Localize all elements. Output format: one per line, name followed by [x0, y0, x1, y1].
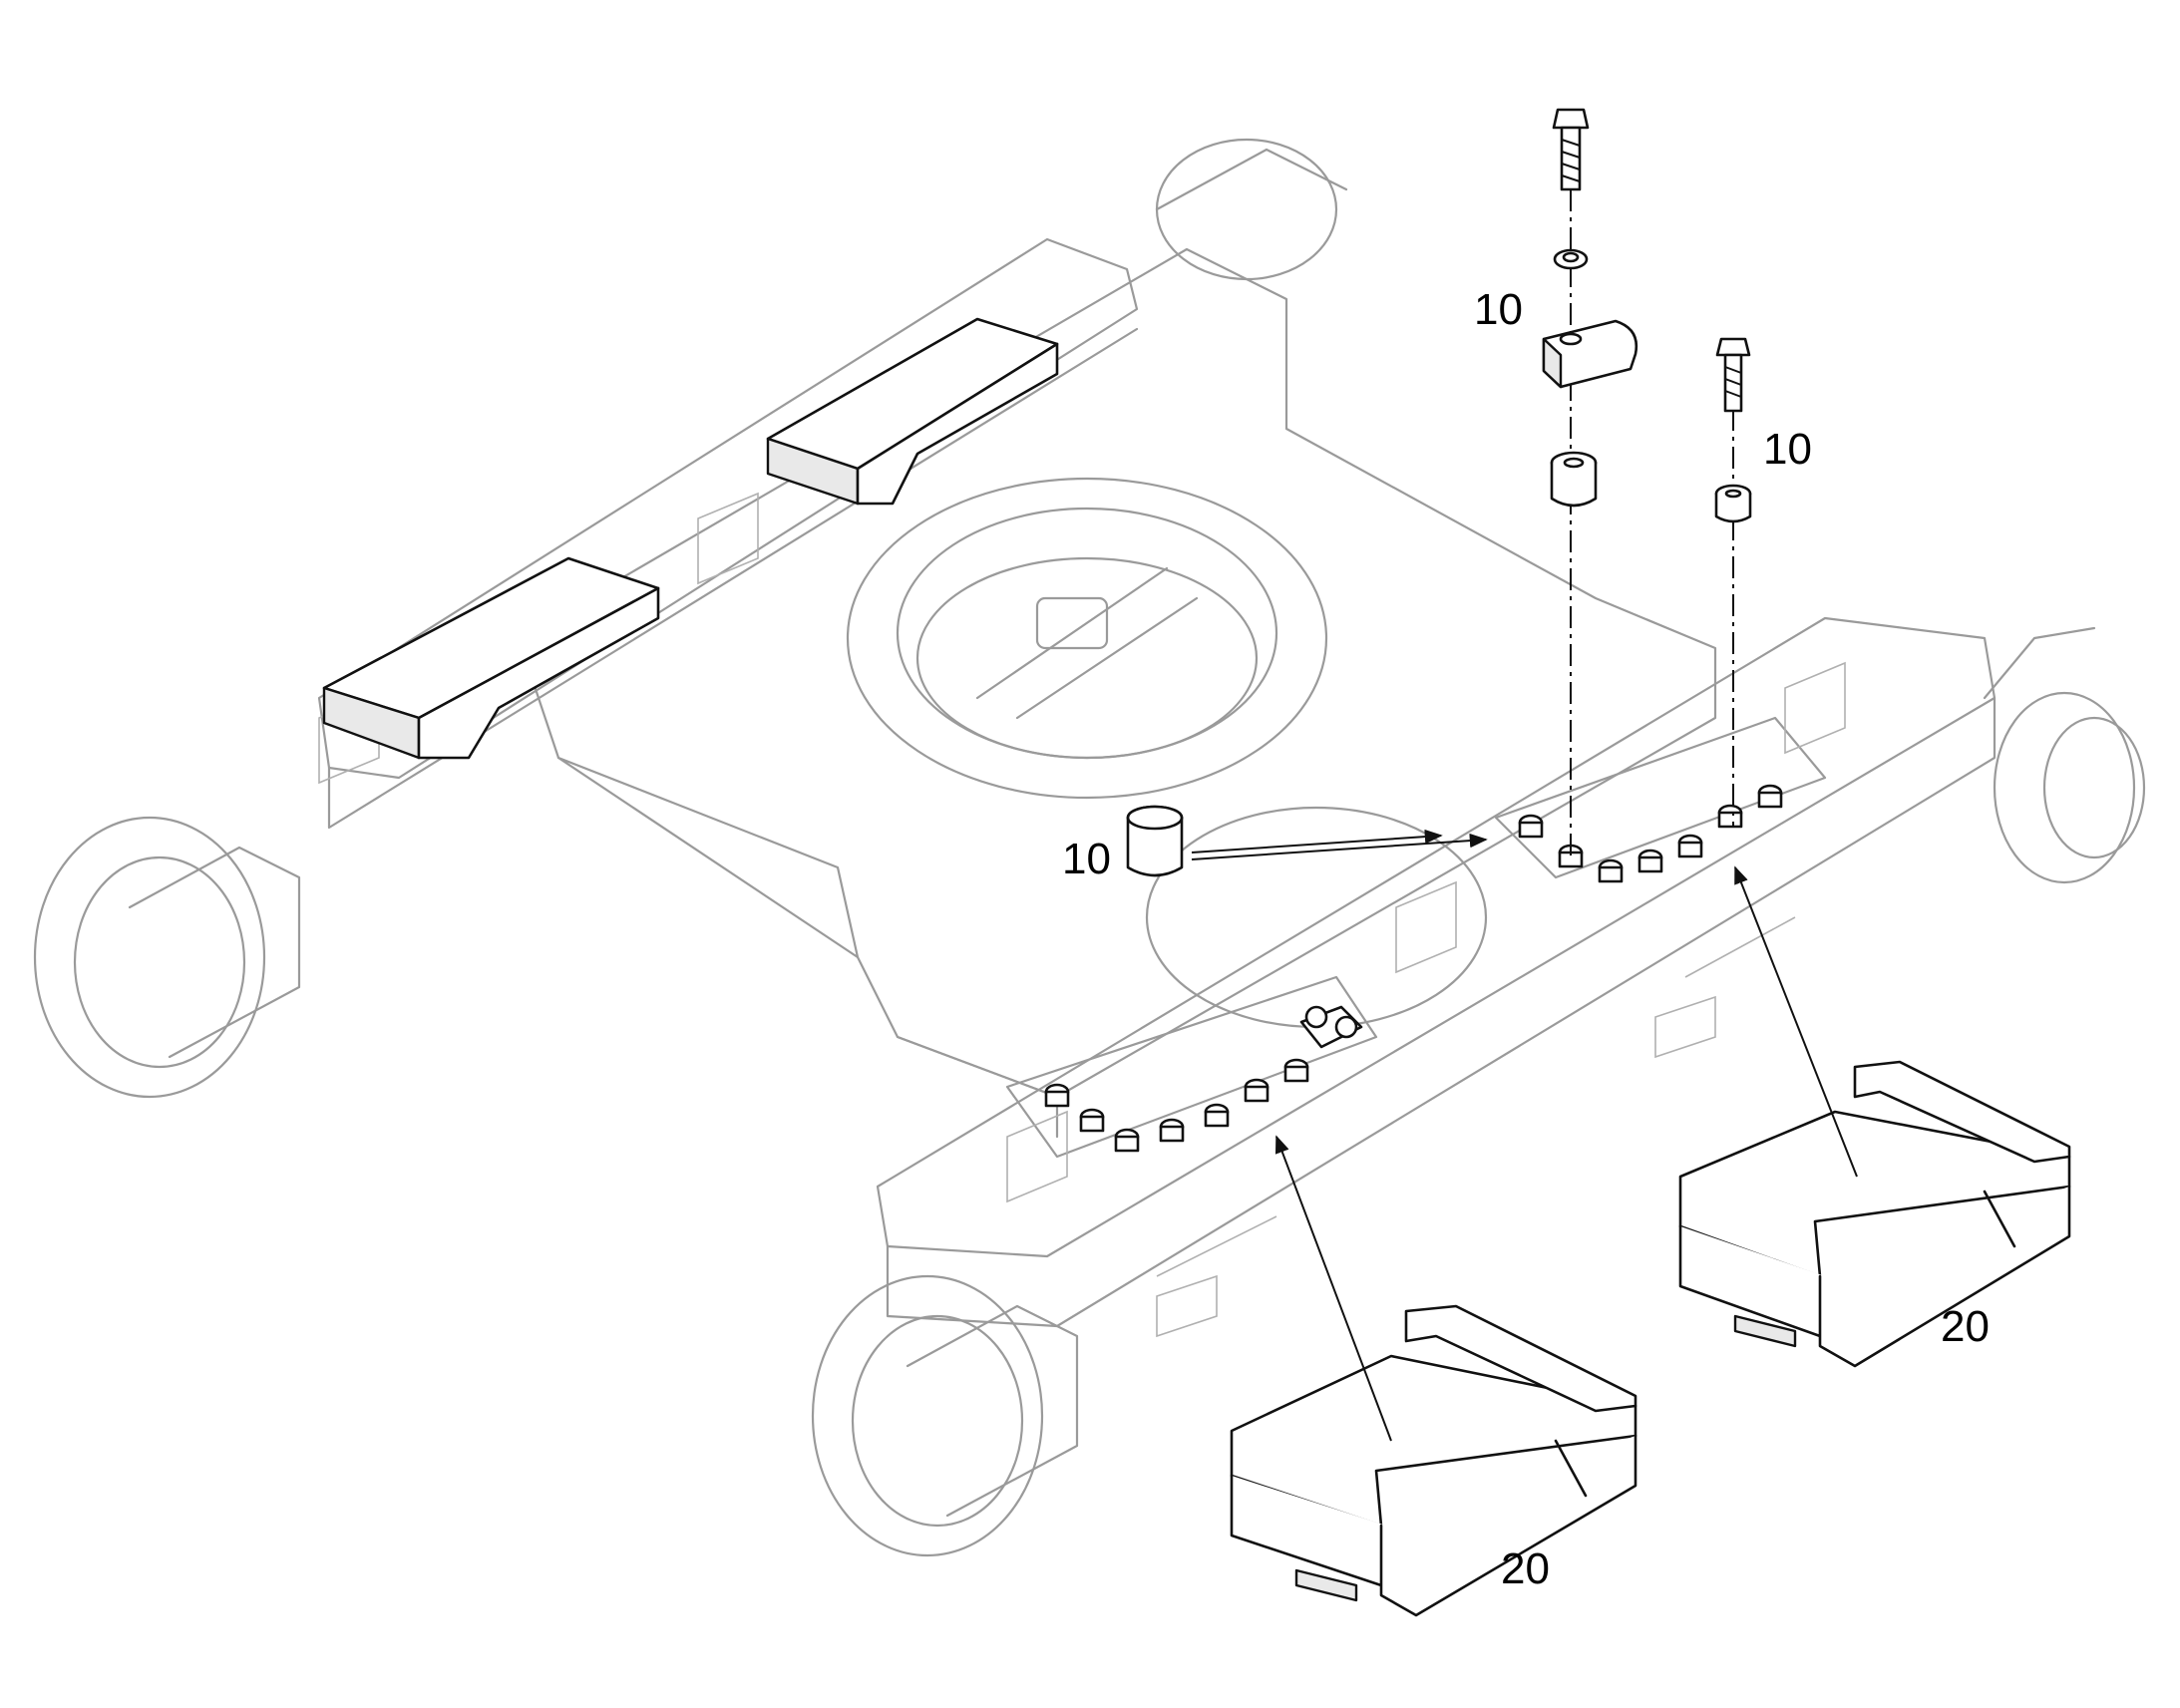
track-guard-rear [1678, 1060, 2071, 1368]
callout-label-cap-plug: 10 [1062, 835, 1111, 883]
callout-label-bolt-spacer: 10 [1763, 425, 1812, 474]
callout-label-track-guard-rear: 20 [1941, 1302, 1990, 1351]
installed-track-guard-rear [766, 317, 1059, 506]
bolt-cluster-rear [1518, 784, 1783, 883]
cap-plug [1126, 805, 1184, 877]
installed-track-guard-front [322, 556, 660, 760]
track-guard-front [1230, 1304, 1637, 1617]
bolt-cluster-front [1044, 1005, 1363, 1153]
fastener-stack-left [1542, 108, 1638, 857]
leader-arrows [1191, 829, 1858, 1442]
undercarriage-frame [33, 138, 2146, 1557]
callout-label-track-guard-front: 20 [1501, 1544, 1550, 1593]
fastener-stack-right [1714, 337, 1752, 828]
callout-label-clamp-plate: 10 [1474, 285, 1523, 334]
